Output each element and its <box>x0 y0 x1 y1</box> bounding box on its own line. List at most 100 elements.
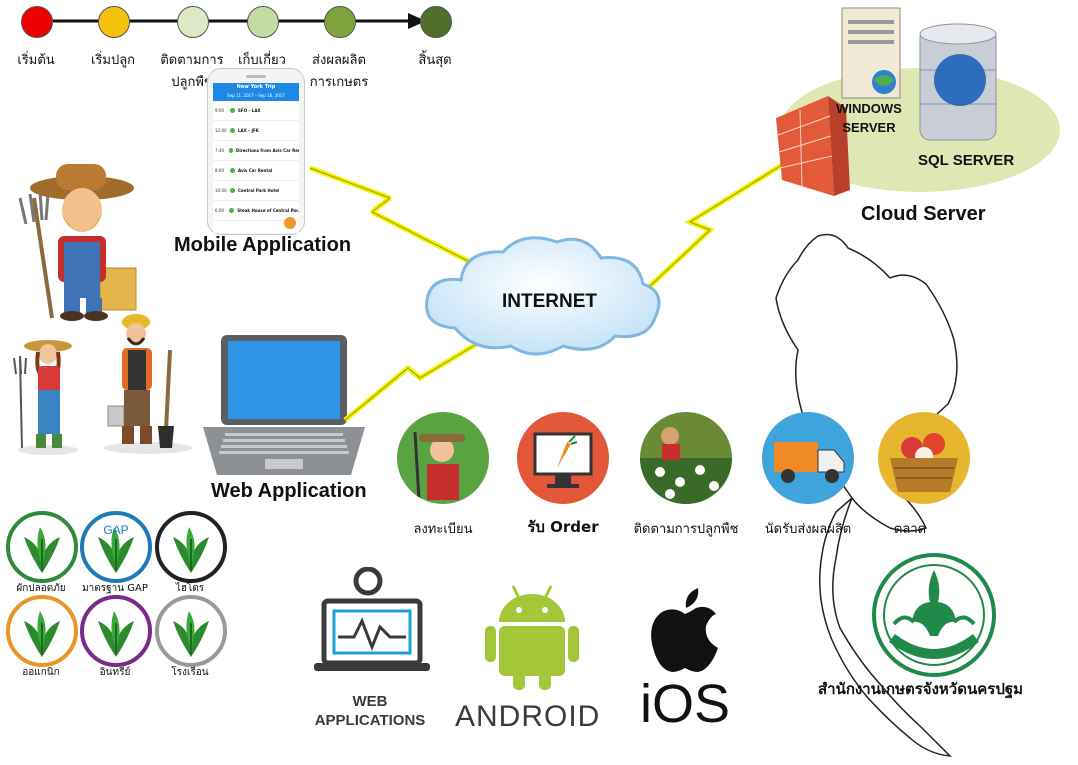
leafy-vegetable-icon <box>173 611 209 657</box>
ios-wordmark: iOS <box>640 674 731 734</box>
crop-field-icon <box>640 427 732 504</box>
timeline-stage-label: สิ้นสุด <box>390 50 480 72</box>
office-label: สำนักงานเกษตรจังหวัดนครปฐม <box>818 680 1024 698</box>
timeline-stage-label-line: ส่งผลผลิต <box>312 53 366 68</box>
web-app-label: Web Application <box>211 480 367 502</box>
service-label: ลงทะเบียน <box>413 522 473 537</box>
phone-itinerary-item: 10:00 Central Park Hotel <box>213 181 299 201</box>
phone-itinerary: 9:00 SFO – LAX 12:00 LAX – JFK 7:40 Direction… <box>213 101 299 221</box>
apple-logo-icon <box>651 588 718 672</box>
phone-itinerary-item: 9:00 SFO – LAX <box>213 101 299 121</box>
windows-server-label-line1: WINDOWS <box>836 101 902 116</box>
phone-item-time: 7:40 <box>215 148 224 153</box>
male-farmer-with-shovel-illustration <box>104 314 192 454</box>
service-icon-2 <box>640 412 732 504</box>
timeline-stage-label-line: สิ้นสุด <box>418 53 452 68</box>
phone-item-title: Central Park Hotel <box>238 188 280 193</box>
service-icon-0 <box>397 412 489 504</box>
farmer-icon <box>413 431 465 501</box>
phone-header: New York Trip Sep 11, 2017 – Sep 16, 201… <box>213 83 299 101</box>
phone-item-title: Directions from Avis Car Rent... <box>236 148 299 153</box>
phone-item-time: 9:00 <box>215 108 224 113</box>
crop-badge-label: อินทรีย์ <box>99 667 131 678</box>
timeline-node-icon <box>229 208 235 213</box>
crop-badge-label: มาตรฐาน GAP <box>82 583 148 594</box>
timeline-stage-dot <box>420 6 452 38</box>
gap-badge-text: GAP <box>103 523 129 537</box>
edit-fab-icon <box>284 217 296 229</box>
phone-item-time: 8:00 <box>215 168 224 173</box>
service-label: นัดรับส่งผลผลิต <box>764 522 852 537</box>
female-farmer-illustration <box>13 340 78 455</box>
timeline-node-icon <box>230 188 235 193</box>
crop-badge-label: ออแกนิก <box>22 667 60 678</box>
phone-item-title: LAX – JFK <box>238 128 259 133</box>
phone-speaker <box>246 75 266 78</box>
service-icon-1 <box>517 412 609 504</box>
phone-item-time: 10:00 <box>215 188 227 193</box>
android-wordmark: ANDROID <box>455 700 601 733</box>
web-applications-icon <box>314 567 430 671</box>
timeline-stage-dot <box>177 6 209 38</box>
crop-badge-5 <box>155 595 227 667</box>
timeline-stage-label: ส่งผลผลิตการเกษตร <box>294 50 384 94</box>
timeline-stage-label: ติดตามการปลูกพืช <box>147 50 237 94</box>
service-label: ตลาด <box>893 522 927 537</box>
crop-badge-1: GAP <box>80 511 152 583</box>
phone-itinerary-item: 12:00 LAX – JFK <box>213 121 299 141</box>
leafy-vegetable-icon <box>98 527 134 573</box>
timeline-stage-label: เก็บเกี่ยว <box>217 50 307 72</box>
phone-trip-dates: Sep 11, 2017 – Sep 16, 2017 <box>227 93 285 98</box>
crop-badge-0 <box>6 511 78 583</box>
windows-server-label: WINDOWS SERVER <box>832 99 906 137</box>
laptop-illustration <box>203 335 365 475</box>
crop-badge-2 <box>155 511 227 583</box>
timeline-stage-dot <box>98 6 130 38</box>
leafy-vegetable-icon <box>98 611 134 657</box>
crop-badge-4 <box>80 595 152 667</box>
phone-item-time: 12:00 <box>215 128 227 133</box>
web-applications-label: WEB APPLICATIONS <box>300 692 440 730</box>
timeline-stage-label-line: เริ่มปลูก <box>90 53 136 68</box>
thailand-map-outline <box>775 233 958 757</box>
timeline-node-icon <box>230 168 235 173</box>
service-icon-4 <box>878 412 970 504</box>
sql-server-label: SQL SERVER <box>918 152 1015 169</box>
windows-server-label-line2: SERVER <box>842 120 896 135</box>
timeline-stage-label-line: ติดตามการ <box>160 53 224 68</box>
timeline-node-icon <box>228 148 234 153</box>
cloud-server-label: Cloud Server <box>861 203 986 225</box>
produce-basket-icon <box>890 433 958 492</box>
crop-badge-3 <box>6 595 78 667</box>
service-label: ติดตามการปลูกพืช <box>633 522 739 537</box>
leafy-vegetable-icon <box>173 527 209 573</box>
leafy-vegetable-icon <box>24 611 60 657</box>
timeline-node-icon <box>230 128 235 133</box>
department-seal-logo <box>872 553 996 677</box>
phone-item-title: Avis Car Rental <box>238 168 273 173</box>
smartphone-illustration: New York Trip Sep 11, 2017 – Sep 16, 201… <box>207 68 305 235</box>
phone-screen: New York Trip Sep 11, 2017 – Sep 16, 201… <box>213 83 299 233</box>
timeline-node-icon <box>230 108 235 113</box>
timeline: เริ่มต้นเริ่มปลูกติดตามการปลูกพืชเก็บเกี… <box>0 0 480 100</box>
mobile-app-label: Mobile Application <box>174 234 352 256</box>
phone-itinerary-item: 7:40 Directions from Avis Car Rent... <box>213 141 299 161</box>
phone-item-title: SFO – LAX <box>238 108 261 113</box>
delivery-truck-icon <box>774 442 845 483</box>
farmer-with-pitchfork-illustration <box>18 164 137 321</box>
web-applications-line2: APPLICATIONS <box>314 712 426 729</box>
timeline-stage-label-line: การเกษตร <box>309 75 369 90</box>
cloud-server-illustration <box>776 7 1060 196</box>
timeline-stage-label-line: เริ่มต้น <box>17 53 55 68</box>
timeline-stage-label-line: ปลูกพืช <box>171 75 213 90</box>
phone-item-title: Steak House of Central Par... <box>237 208 299 213</box>
crop-badge-label: ผักปลอดภัย <box>16 583 66 594</box>
timeline-stage-label-line: เก็บเกี่ยว <box>238 53 286 68</box>
monitor-carrot-icon <box>533 432 593 488</box>
phone-trip-title: New York Trip <box>236 84 276 90</box>
internet-cloud-icon <box>425 236 661 356</box>
internet-label: INTERNET <box>502 291 597 312</box>
leafy-vegetable-icon <box>24 527 60 573</box>
